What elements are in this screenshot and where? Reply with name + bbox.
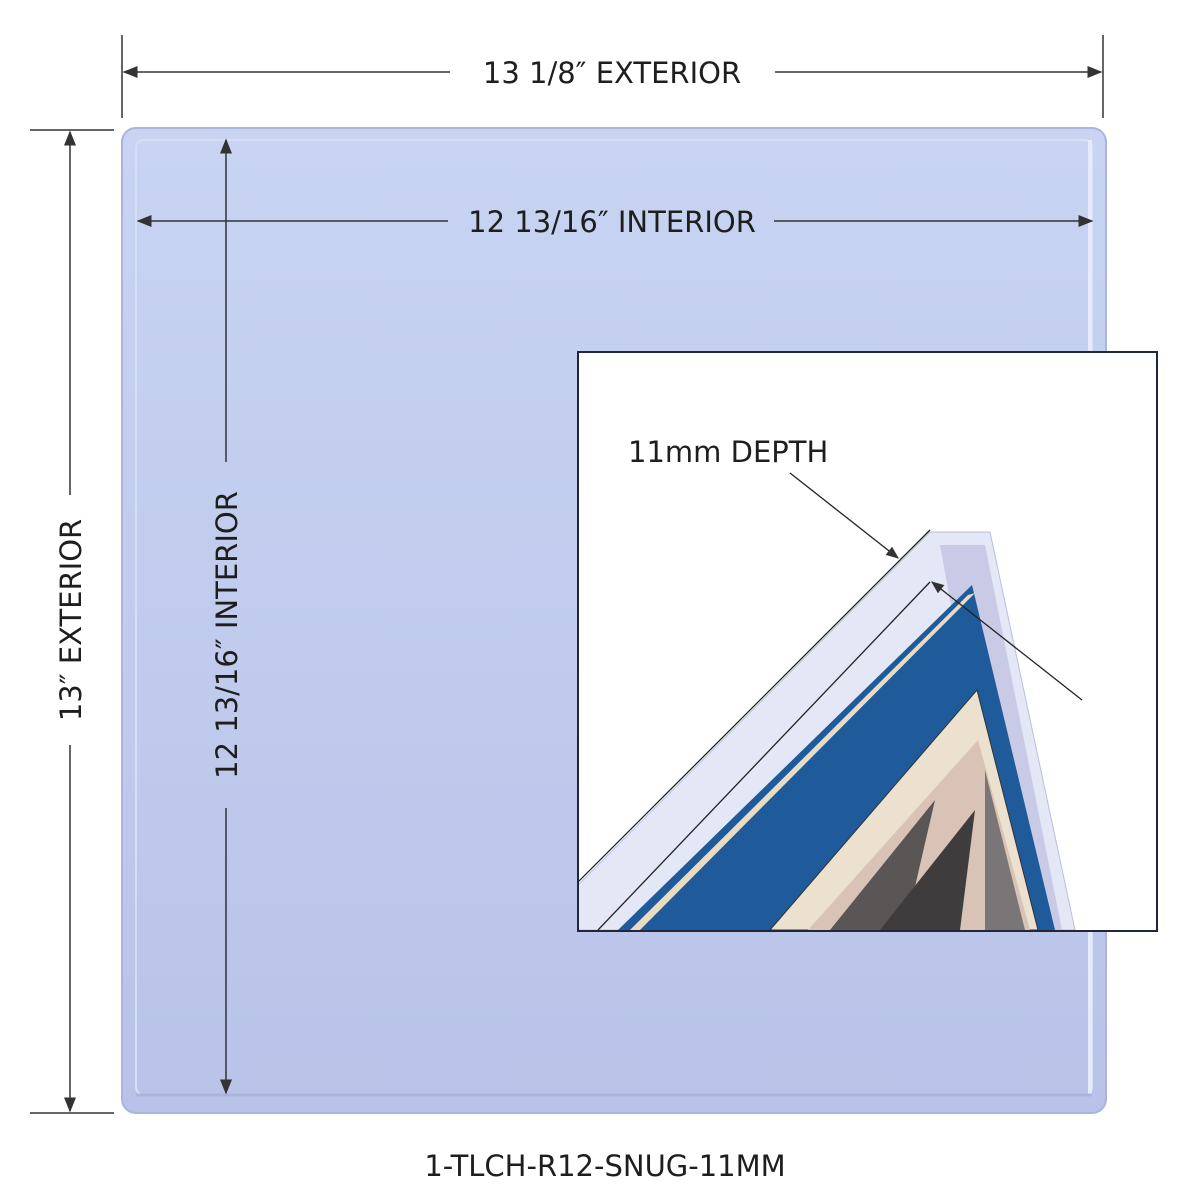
depth-pointer-bottom bbox=[930, 581, 1083, 701]
product-code: 1-TLCH-R12-SNUG-11MM bbox=[424, 1149, 785, 1183]
exterior-width-label: 13 1/8″ EXTERIOR bbox=[483, 56, 741, 90]
interior-height-label: 12 13/16″ INTERIOR bbox=[210, 491, 244, 779]
dimension-lines bbox=[64, 66, 1103, 1113]
interior-width-label: 12 13/16″ INTERIOR bbox=[468, 205, 756, 239]
depth-closeup-inset: 11mm DEPTH bbox=[577, 351, 1158, 932]
depth-label: 11mm DEPTH bbox=[628, 435, 828, 469]
extension-lines bbox=[30, 35, 1104, 1114]
depth-pointer-top bbox=[789, 472, 900, 559]
exterior-height-label: 13″ EXTERIOR bbox=[54, 519, 88, 721]
